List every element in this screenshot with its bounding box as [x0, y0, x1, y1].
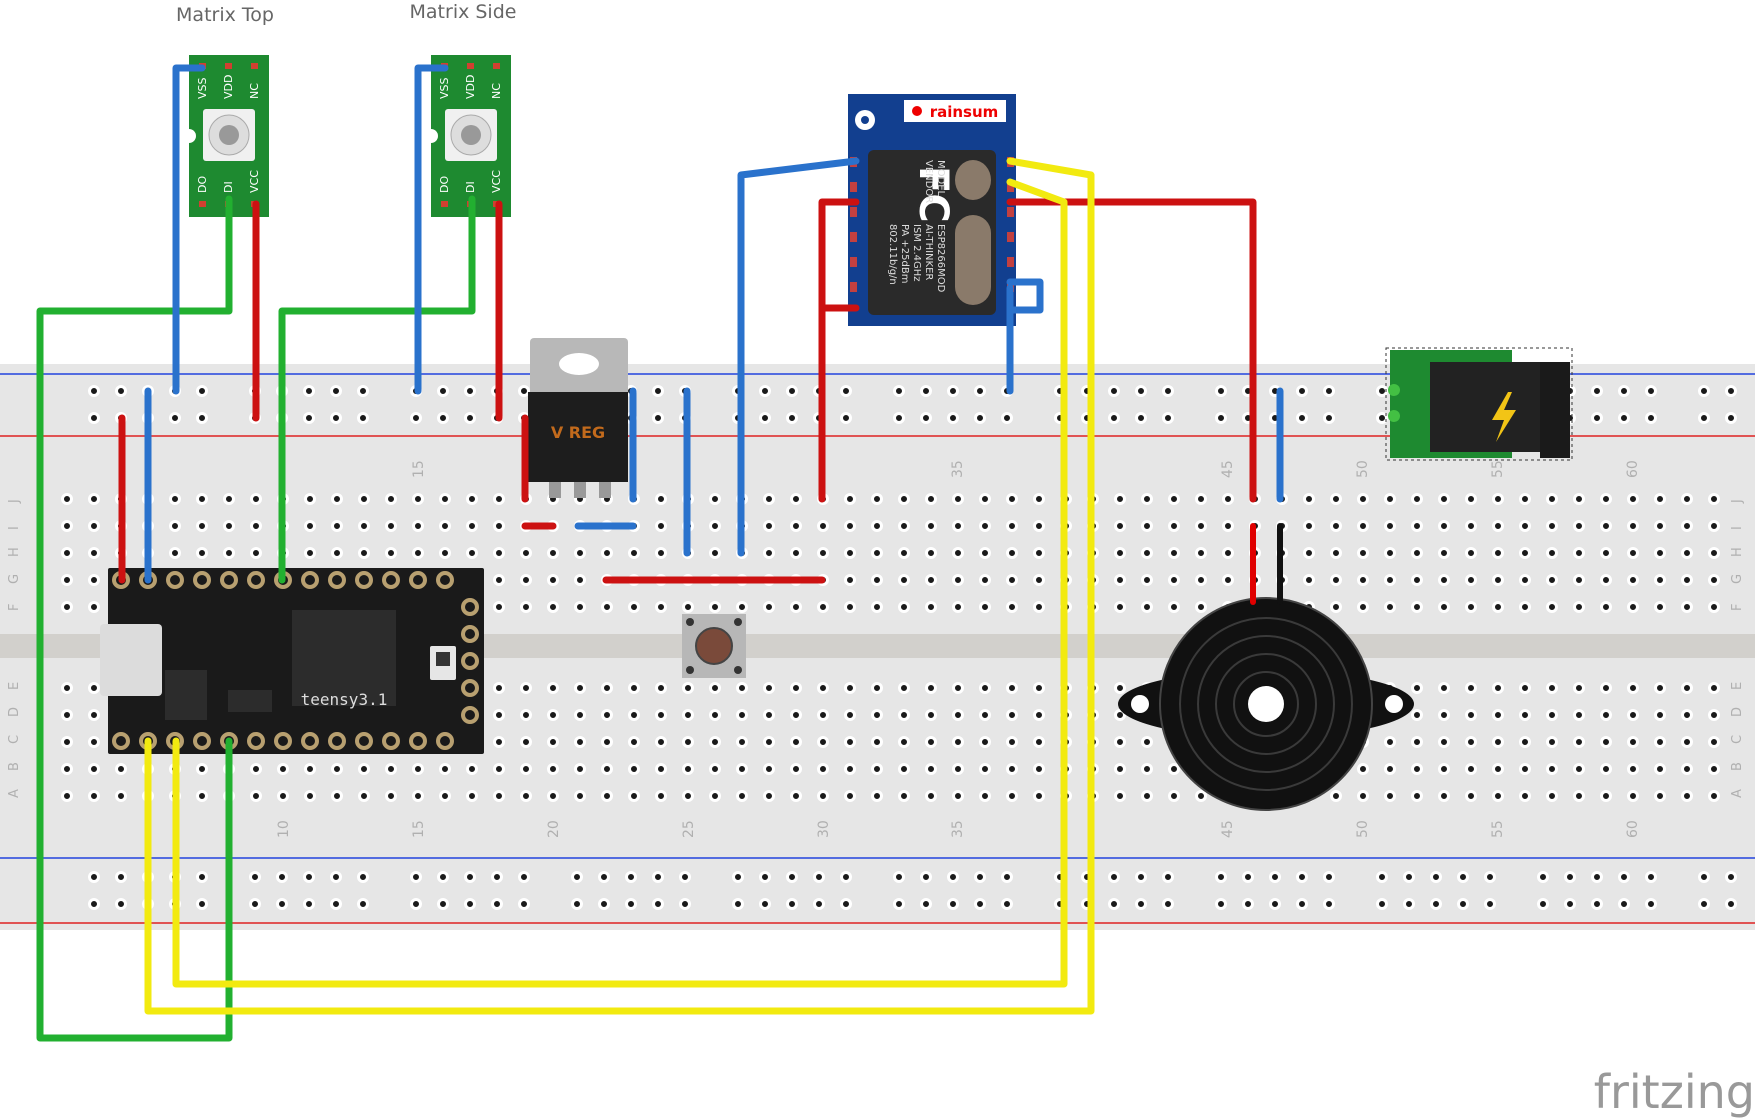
wire-yellow-tx	[172, 178, 1068, 988]
wifi-module-brand: rainsum	[930, 103, 999, 121]
svg-text:DO: DO	[196, 176, 209, 193]
usb-connector	[100, 624, 162, 696]
svg-text:VSS: VSS	[438, 77, 451, 99]
svg-text:55: 55	[1490, 460, 1506, 478]
svg-text:A: A	[1730, 789, 1745, 798]
svg-text:C: C	[1730, 735, 1745, 744]
svg-text:15: 15	[411, 820, 427, 838]
wire-red-esp-vcc	[818, 198, 860, 503]
svg-text:DO: DO	[438, 176, 451, 193]
svg-text:50: 50	[1355, 820, 1371, 838]
svg-text:25: 25	[681, 820, 697, 838]
svg-text:VCC: VCC	[248, 170, 261, 193]
svg-text:20: 20	[546, 820, 562, 838]
svg-text:802.11b/g/n: 802.11b/g/n	[887, 224, 898, 285]
svg-text:H: H	[1730, 547, 1745, 557]
wire-blue-esp	[737, 157, 860, 557]
svg-text:AI-THINKER: AI-THINKER	[923, 224, 934, 280]
wire-green-top-di	[36, 195, 233, 1042]
svg-text:F: F	[1730, 604, 1745, 611]
svg-text:30: 30	[816, 820, 832, 838]
matrix-top-label: Matrix Top	[176, 4, 274, 26]
svg-text:60: 60	[1625, 460, 1641, 478]
svg-text:A: A	[7, 789, 22, 798]
svg-text:D: D	[1730, 707, 1745, 717]
svg-text:I: I	[7, 526, 22, 530]
esp8266-module: rainsum FC MODEL VENDOR ESP8266MOD AI-TH…	[848, 94, 1016, 326]
svg-text:D: D	[7, 707, 22, 717]
pushbutton	[682, 614, 746, 678]
svg-text:PA +25dBm: PA +25dBm	[899, 224, 910, 283]
svg-text:VDD: VDD	[222, 75, 235, 99]
svg-text:NC: NC	[490, 83, 503, 99]
svg-text:B: B	[7, 762, 22, 771]
wire-green-side-di	[278, 195, 476, 584]
svg-text:35: 35	[950, 460, 966, 478]
svg-text:E: E	[1730, 682, 1745, 690]
svg-text:H: H	[7, 547, 22, 557]
svg-text:C: C	[7, 735, 22, 744]
svg-text:VCC: VCC	[490, 170, 503, 193]
teensy-label: teensy3.1	[301, 690, 388, 709]
wire-blue-top-vss	[172, 64, 206, 395]
svg-text:ESP8266MOD: ESP8266MOD	[935, 224, 946, 293]
led-board-top: VSS VDD NC DO DI VCC	[182, 55, 269, 217]
fritzing-logo: fritzing	[1594, 1065, 1755, 1119]
piezo-buzzer	[1118, 597, 1414, 811]
matrix-side-label: Matrix Side	[410, 1, 517, 23]
svg-text:MODEL: MODEL	[935, 160, 946, 197]
svg-text:15: 15	[411, 460, 427, 478]
wire-blue-side-vss	[414, 64, 449, 395]
svg-text:35: 35	[950, 820, 966, 838]
svg-text:G: G	[7, 574, 22, 584]
svg-text:J: J	[1730, 499, 1745, 504]
svg-text:DI: DI	[464, 181, 477, 193]
power-jack	[1385, 347, 1573, 461]
svg-text:G: G	[1730, 574, 1745, 584]
column-numbers: 15 35 45 50 55 60 10 15 20 25 30 35 45 5…	[276, 460, 1641, 838]
svg-text:E: E	[7, 682, 22, 690]
svg-text:60: 60	[1625, 820, 1641, 838]
svg-text:45: 45	[1220, 820, 1236, 838]
svg-text:10: 10	[276, 820, 292, 838]
svg-text:I: I	[1730, 526, 1745, 530]
svg-text:VSS: VSS	[196, 77, 209, 99]
fcc-logo: FC	[910, 166, 956, 223]
svg-text:VDD: VDD	[464, 75, 477, 99]
teensy-board: teensy3.1	[100, 568, 484, 754]
svg-text:NC: NC	[248, 83, 261, 99]
svg-text:ISM 2.4GHz: ISM 2.4GHz	[911, 224, 922, 282]
svg-text:55: 55	[1490, 820, 1506, 838]
svg-text:50: 50	[1355, 460, 1371, 478]
wires	[36, 64, 1284, 1042]
row-letters: J I H G F E D C B A J I H G F E D C B A	[7, 499, 1745, 798]
wire-yellow-rx	[144, 157, 1095, 1015]
svg-text:F: F	[7, 604, 22, 611]
regulator-label: V REG	[551, 423, 605, 442]
svg-text:DI: DI	[222, 181, 235, 193]
led-board-side: VSS VDD NC DO DI VCC	[424, 55, 511, 217]
svg-text:VENDOR: VENDOR	[923, 160, 934, 203]
svg-text:B: B	[1730, 762, 1745, 771]
svg-text:J: J	[7, 499, 22, 504]
power-bolt-icon	[1492, 392, 1516, 442]
voltage-regulator: V REG	[528, 338, 628, 498]
svg-text:45: 45	[1220, 460, 1236, 478]
wire-blue-esp-loop	[1006, 278, 1044, 314]
